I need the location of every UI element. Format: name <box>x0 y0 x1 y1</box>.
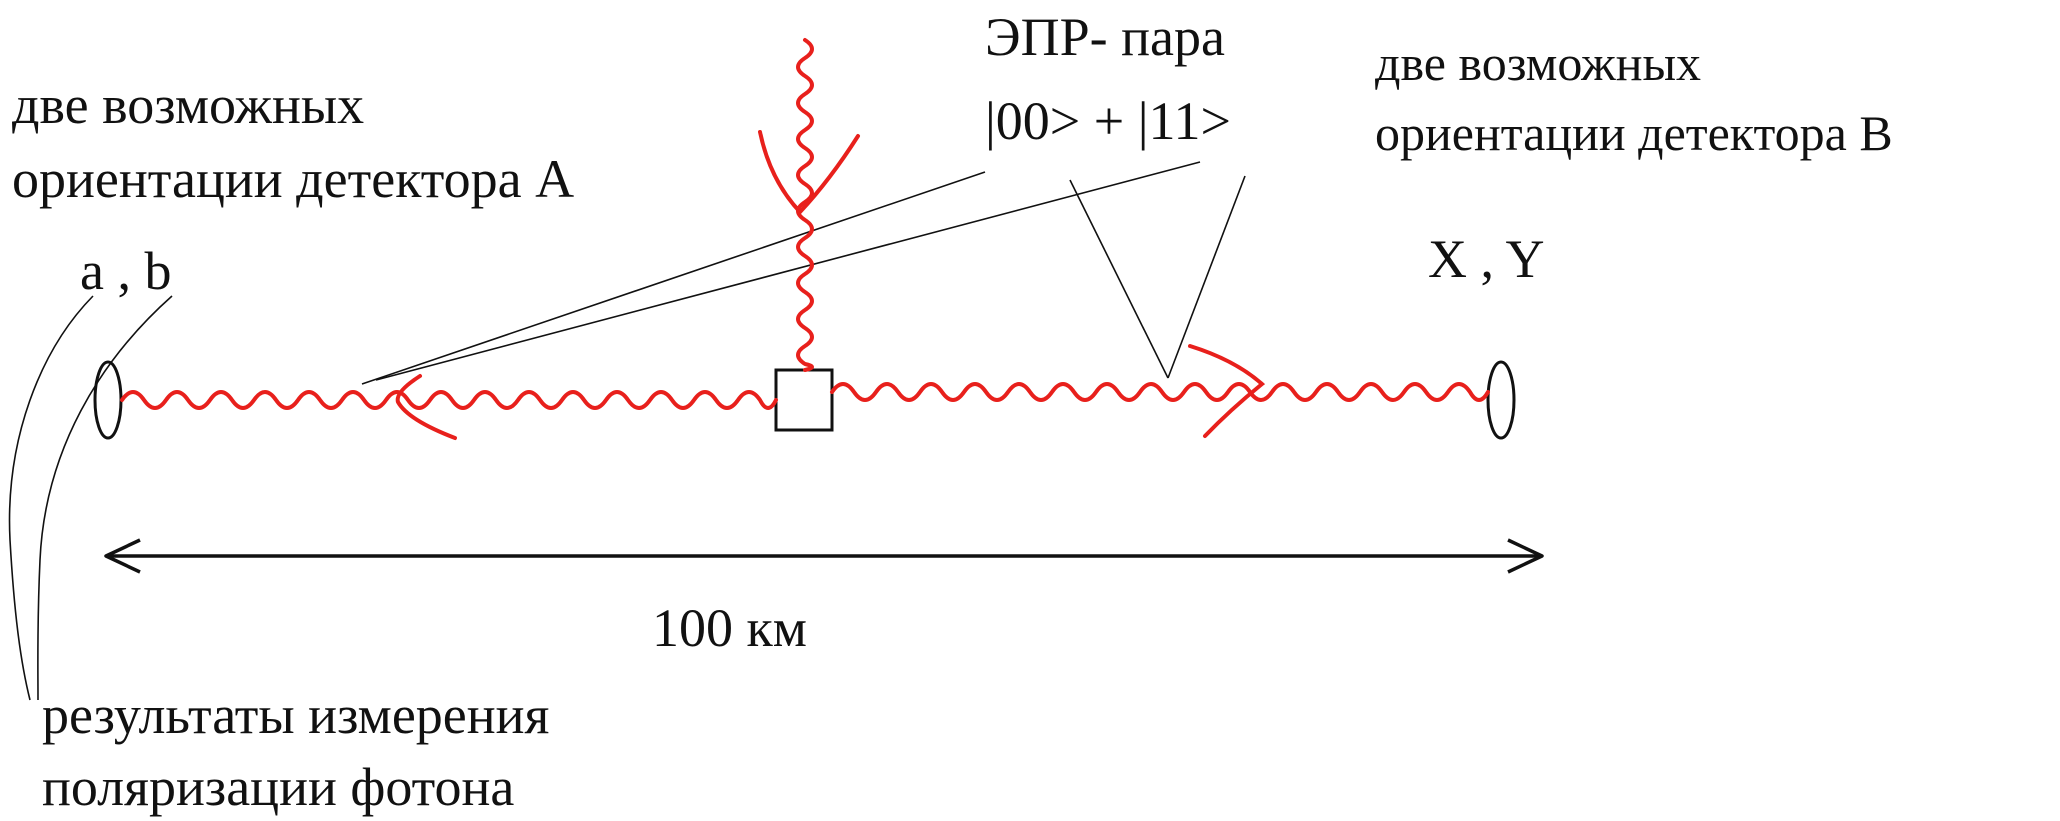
detector-a-settings: a , b <box>80 241 172 301</box>
pointer-line-b-to-results <box>37 295 173 701</box>
results-caption-line1: результаты измерения <box>42 685 550 745</box>
detector-a <box>93 360 123 440</box>
detector-b-caption-line1: две возможных <box>1375 35 1702 91</box>
detector-b-settings: X , Y <box>1428 229 1545 289</box>
photon-wave-left <box>120 390 778 410</box>
distance-arrowhead-right <box>1507 538 1544 574</box>
pointer-line-epr-right-1 <box>1069 179 1169 379</box>
distance-arrowhead-left <box>104 538 141 574</box>
detector-b-caption-line2: ориентации детектора В <box>1375 105 1893 161</box>
pointer-line-epr-right-2 <box>1167 175 1246 379</box>
pump-arrowhead <box>758 130 860 215</box>
photon-arrowhead-right <box>1188 344 1266 438</box>
photon-wave-right <box>830 382 1490 402</box>
photon-arrowhead-left <box>395 374 457 440</box>
epr-pair-title: ЭПР- пара <box>985 7 1225 67</box>
epr-source-box <box>774 368 834 432</box>
pointer-line-epr-left-1 <box>361 171 986 385</box>
detector-a-caption-line2: ориентации детектора А <box>12 149 575 209</box>
pointer-line-epr-left-2 <box>375 161 1201 381</box>
detector-a-caption-line1: две возможных <box>12 75 365 135</box>
detector-b <box>1486 360 1516 440</box>
distance-label: 100 км <box>652 598 807 658</box>
pointer-line-a-to-results <box>8 295 94 701</box>
results-caption-line2: поляризации фотона <box>42 757 515 817</box>
epr-pair-state: |00> + |11> <box>985 91 1231 151</box>
